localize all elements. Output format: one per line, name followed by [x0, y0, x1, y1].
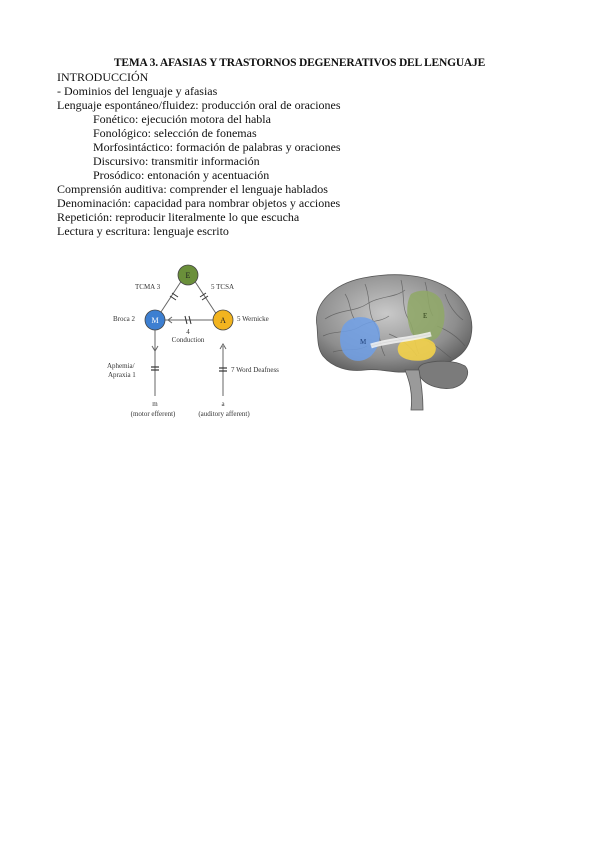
body-text: INTRODUCCIÓN- Dominios del lenguaje y af… — [57, 70, 577, 238]
node-a — [212, 309, 234, 331]
text-line: Lenguaje espontáneo/fluidez: producción … — [57, 98, 341, 112]
label-auditory-afferent: (auditory afferent) — [198, 410, 250, 418]
label-a-lower: a — [221, 400, 225, 408]
text-line: Discursivo: transmitir información — [93, 154, 260, 168]
label-aphemia: Aphemia/ — [107, 362, 135, 370]
node-e — [177, 264, 199, 286]
lesion-mark-tcma — [169, 292, 179, 301]
text-line: - Dominios del lenguaje y afasias — [57, 84, 218, 98]
label-wernicke: 5 Wernicke — [237, 315, 269, 323]
label-m-lower: m — [152, 400, 158, 408]
node-m-letter: M — [151, 316, 158, 325]
brain-cerebellum — [417, 360, 469, 389]
lesion-mark-tcsa — [199, 292, 209, 301]
label-broca: Broca 2 — [113, 315, 135, 323]
arcuate-fasciculus-inner — [370, 333, 432, 347]
frontal-region-green — [407, 290, 445, 342]
brain-brainstem — [404, 369, 424, 411]
lichtheim-diagram: E M A TCMA 3 5 TCSA Broca 2 5 Wernicke 4… — [107, 264, 279, 418]
arrow-m-down — [151, 345, 159, 352]
label-word-deafness: 7 Word Deafness — [231, 366, 279, 374]
arrow-a-up — [219, 343, 227, 350]
brain-cerebrum — [316, 274, 473, 373]
lesion-mark-aphemia — [151, 366, 159, 371]
text-line: Denominación: capacidad para nombrar obj… — [57, 196, 341, 210]
node-e-letter: E — [186, 271, 191, 280]
text-line: Fonético: ejecución motora del habla — [93, 112, 271, 126]
figures: E M A TCMA 3 5 TCSA Broca 2 5 Wernicke 4… — [105, 258, 565, 428]
label-conduction: Conduction — [172, 336, 205, 344]
text-line: Comprensión auditiva: comprender el leng… — [57, 182, 328, 196]
text-line: Fonológico: selección de fonemas — [93, 126, 257, 140]
brain-illustration: M E — [316, 274, 473, 411]
lesion-mark-conduction — [184, 315, 192, 325]
arrow-a-to-m — [167, 316, 173, 324]
text-line: Lectura y escritura: lenguaje escrito — [57, 224, 229, 238]
text-line: Morfosintáctico: formación de palabras y… — [93, 140, 341, 154]
node-a-letter: A — [220, 316, 226, 325]
text-line: Prosódico: entonación y acentuación — [93, 168, 270, 182]
brain-label-m: M — [360, 338, 367, 346]
wernicke-region-yellow — [397, 337, 436, 361]
label-tcma: TCMA 3 — [135, 283, 161, 291]
label-conduction-number: 4 — [186, 328, 190, 336]
label-tcsa: 5 TCSA — [211, 283, 234, 291]
document-title: TEMA 3. AFASIAS Y TRASTORNOS DEGENERATIV… — [113, 57, 486, 69]
label-apraxia: Apraxia 1 — [108, 371, 136, 379]
brain-label-e: E — [423, 312, 427, 320]
label-motor-efferent: (motor efferent) — [131, 410, 176, 418]
lesion-mark-word-deafness — [219, 367, 227, 372]
text-line: INTRODUCCIÓN — [57, 70, 149, 84]
text-line: Repetición: reproducir literalmente lo q… — [57, 210, 300, 224]
node-m — [144, 309, 166, 331]
edge-e-m — [156, 276, 185, 319]
broca-region-blue — [340, 317, 380, 361]
